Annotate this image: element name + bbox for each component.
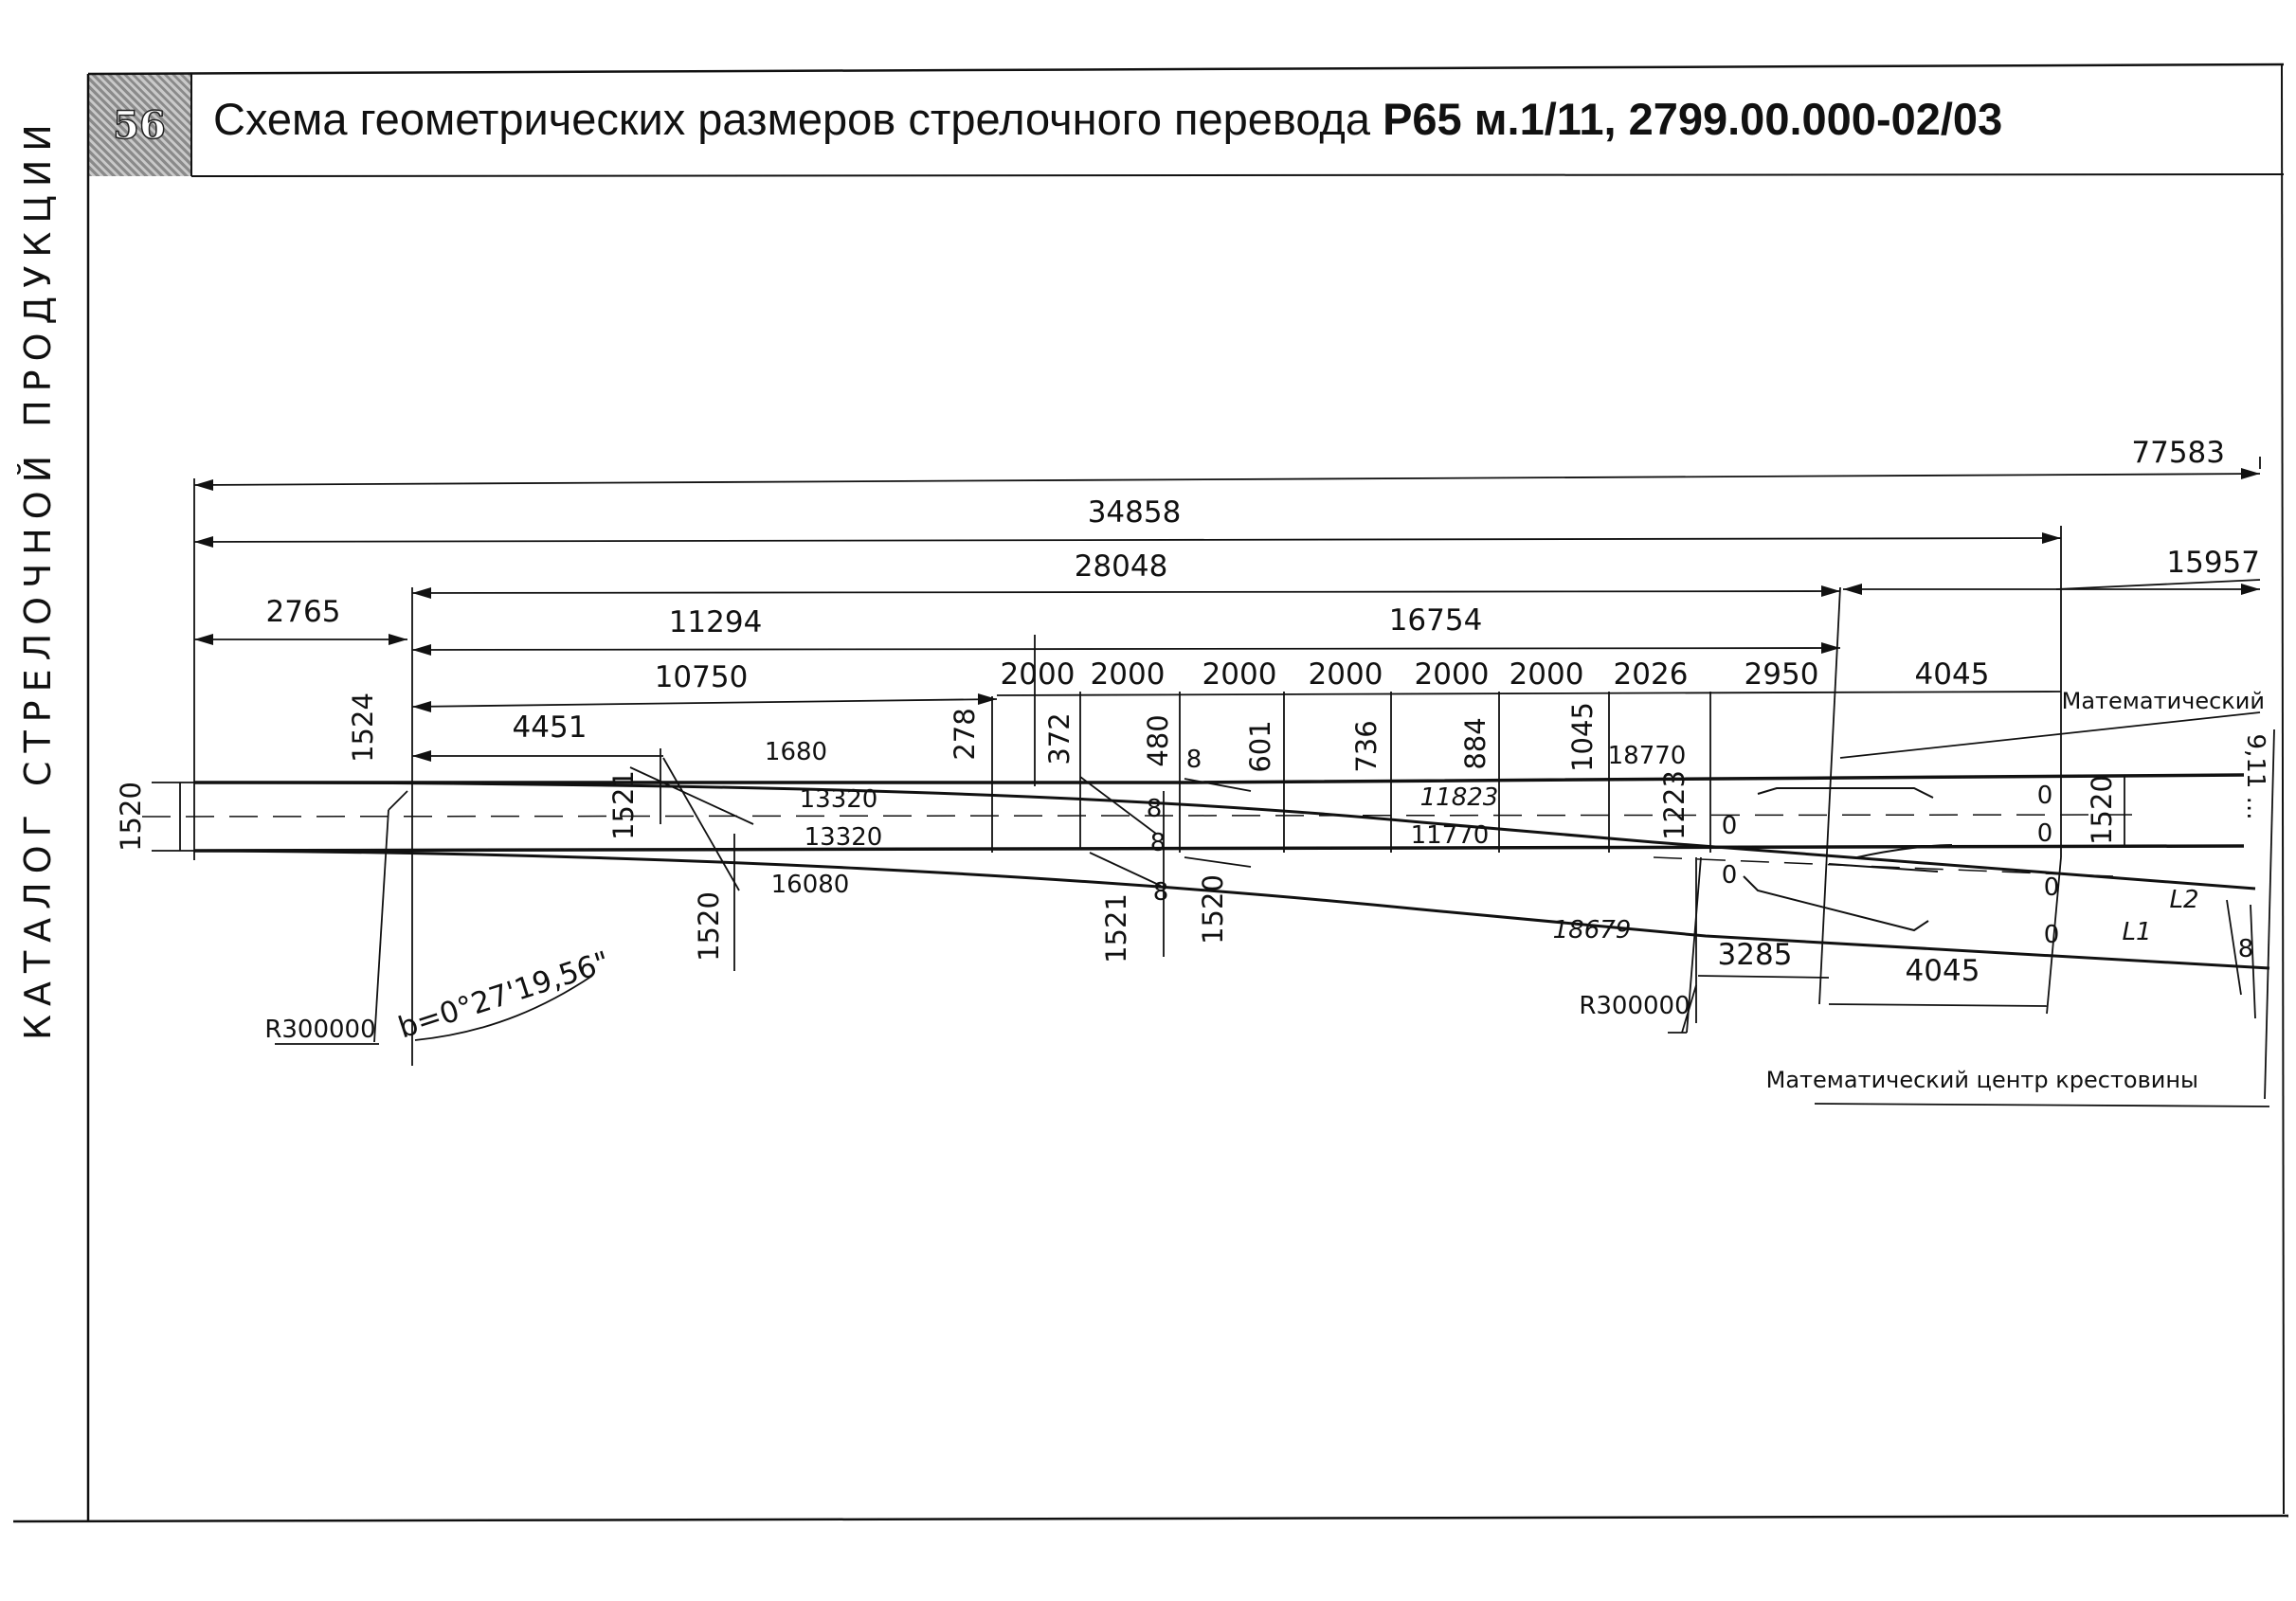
- ordinate-480: 480: [1142, 714, 1174, 766]
- segment-2: 2000: [1091, 657, 1166, 692]
- zero-2: 0: [1722, 861, 1738, 890]
- zero-6: 0: [2044, 921, 2060, 949]
- segment-7: 2026: [1614, 657, 1689, 692]
- label-8-e: 8: [2238, 935, 2254, 963]
- label-8-d: 8: [1153, 878, 1169, 907]
- segment-4: 2000: [1309, 657, 1383, 692]
- label-16080: 16080: [771, 871, 850, 899]
- ordinate-884: 884: [1459, 717, 1491, 769]
- title-prefix: Схема геометрических размеров стрелочног…: [213, 94, 1370, 144]
- dim-1521-c: 1521: [1100, 893, 1132, 963]
- zero-4: 0: [2037, 819, 2053, 848]
- dimension-lines: [152, 457, 2275, 1107]
- radius-left: R300000: [264, 1016, 375, 1044]
- page-number-badge: 56: [88, 74, 190, 176]
- label-math-center: Математический центр крестовины: [1766, 1067, 2198, 1093]
- label-mathematical: Математический: [2062, 688, 2265, 714]
- dimension-labels: 77583 34858 28048 15957 2765 11294 16754…: [115, 436, 2269, 1093]
- arrowheads: [194, 468, 2260, 762]
- dim-1520-d: 1520: [1197, 874, 1229, 944]
- ordinate-601: 601: [1244, 720, 1276, 772]
- segment-1: 2000: [1001, 657, 1076, 692]
- dim-15957: 15957: [2166, 546, 2260, 580]
- segment-8: 2950: [1745, 657, 1819, 692]
- label-1680: 1680: [765, 738, 827, 766]
- label-8-b: 8: [1147, 795, 1163, 823]
- segment-9: 4045: [1915, 657, 1990, 692]
- frame: [12, 63, 2289, 1523]
- radius-right: R300000: [1579, 992, 1690, 1020]
- dim-4451: 4451: [513, 711, 588, 745]
- label-L2: L2: [2169, 886, 2198, 914]
- zero-1: 0: [1722, 812, 1738, 840]
- gauge-right: 1520: [2086, 775, 2118, 845]
- angle-label: b=0°27'19,56": [394, 945, 614, 1046]
- dim-34858: 34858: [1088, 495, 1182, 530]
- label-8-c: 8: [1150, 829, 1166, 857]
- title-bold: Р65 м.1/11, 2799.00.000-02/03: [1383, 94, 2003, 144]
- dim-1520-b: 1520: [693, 891, 725, 962]
- dim-10750: 10750: [655, 660, 749, 694]
- zero-5: 0: [2044, 873, 2060, 902]
- segment-6: 2000: [1510, 657, 1584, 692]
- dim-1524: 1524: [347, 693, 379, 763]
- dim-11294: 11294: [669, 605, 763, 639]
- ordinate-736: 736: [1350, 720, 1383, 772]
- label-4045-b: 4045: [1906, 954, 1980, 988]
- label-3285: 3285: [1718, 938, 1793, 972]
- label-13320-a: 13320: [800, 785, 878, 814]
- label-18770: 18770: [1608, 742, 1687, 770]
- ordinate-372: 372: [1043, 712, 1076, 765]
- dim-77583: 77583: [2131, 436, 2225, 470]
- dim-16754: 16754: [1389, 603, 1483, 638]
- label-11770: 11770: [1411, 821, 1490, 850]
- gauge-left: 1520: [115, 782, 147, 852]
- label-11823: 11823: [1420, 783, 1499, 812]
- dim-1223: 1223: [1658, 770, 1690, 840]
- dim-28048: 28048: [1075, 549, 1168, 584]
- segment-3: 2000: [1202, 657, 1277, 692]
- segment-5: 2000: [1415, 657, 1490, 692]
- ordinate-278: 278: [949, 708, 981, 760]
- page-title: Схема геометрических размеров стрелочног…: [213, 93, 2002, 145]
- label-13320-b: 13320: [805, 823, 883, 852]
- zero-3: 0: [2037, 782, 2053, 810]
- dim-2765: 2765: [266, 595, 341, 629]
- dim-9-11: 9,11 ...: [2241, 734, 2269, 820]
- label-18679: 18679: [1553, 916, 1632, 944]
- label-L1: L1: [2122, 918, 2151, 946]
- ordinate-1045: 1045: [1566, 702, 1599, 772]
- label-8-a: 8: [1186, 746, 1202, 774]
- page-number: 56: [112, 102, 166, 149]
- dim-1521-a: 1521: [607, 770, 640, 840]
